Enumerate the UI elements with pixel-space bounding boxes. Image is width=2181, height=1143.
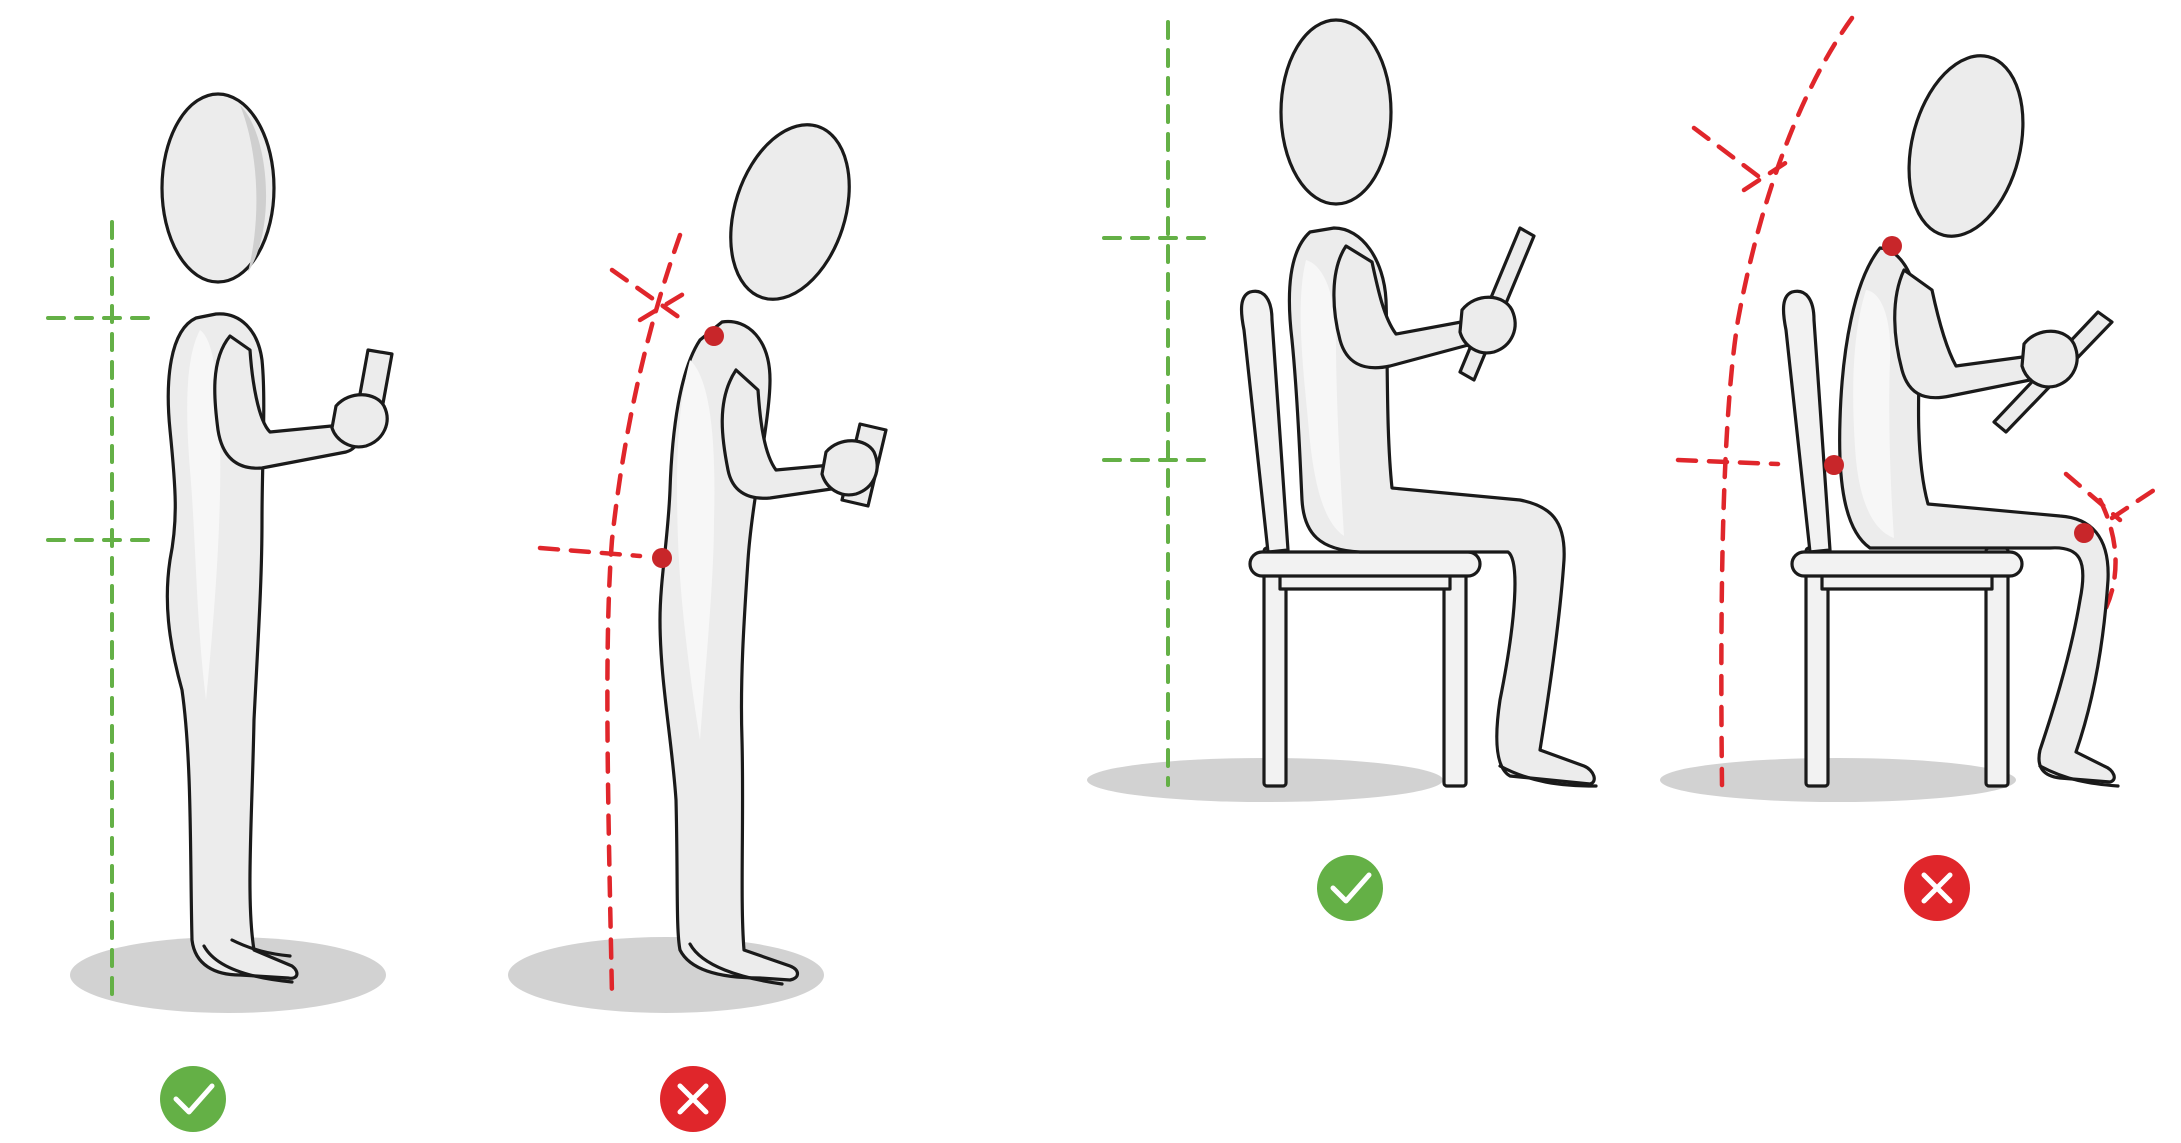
neck-strain-point xyxy=(704,326,724,346)
lower-back-strain-point xyxy=(1824,455,1844,475)
sitting-figure-upright xyxy=(1281,20,1596,786)
ground-shadow xyxy=(1660,758,2016,802)
check-icon xyxy=(1317,855,1383,921)
knee-strain-point xyxy=(2074,523,2094,543)
standing-figure-slouched xyxy=(652,109,886,984)
arm xyxy=(215,336,359,468)
panel-sitting-good xyxy=(1087,20,1596,921)
hand xyxy=(1460,297,1515,353)
hand xyxy=(332,395,387,447)
check-icon-circle xyxy=(1317,855,1383,921)
panel-standing-good xyxy=(48,94,392,1132)
head xyxy=(710,109,870,314)
posture-guide-good xyxy=(48,222,160,995)
hand xyxy=(822,441,877,495)
panel-sitting-bad xyxy=(1660,18,2160,921)
check-icon-circle xyxy=(160,1066,226,1132)
lower-back-strain-point xyxy=(652,548,672,568)
head xyxy=(1891,44,2040,249)
neck-strain-point xyxy=(1882,236,1902,256)
posture-guide-good xyxy=(1104,22,1214,785)
hand xyxy=(2022,331,2077,387)
cross-icon xyxy=(1904,855,1970,921)
sitting-figure-slouched xyxy=(1824,44,2118,786)
check-icon xyxy=(160,1066,226,1132)
panel-standing-bad xyxy=(508,109,886,1132)
cross-icon xyxy=(660,1066,726,1132)
head xyxy=(1281,20,1391,204)
arm xyxy=(1895,270,2039,398)
standing-figure-upright xyxy=(162,94,392,982)
arm xyxy=(1334,246,1481,368)
